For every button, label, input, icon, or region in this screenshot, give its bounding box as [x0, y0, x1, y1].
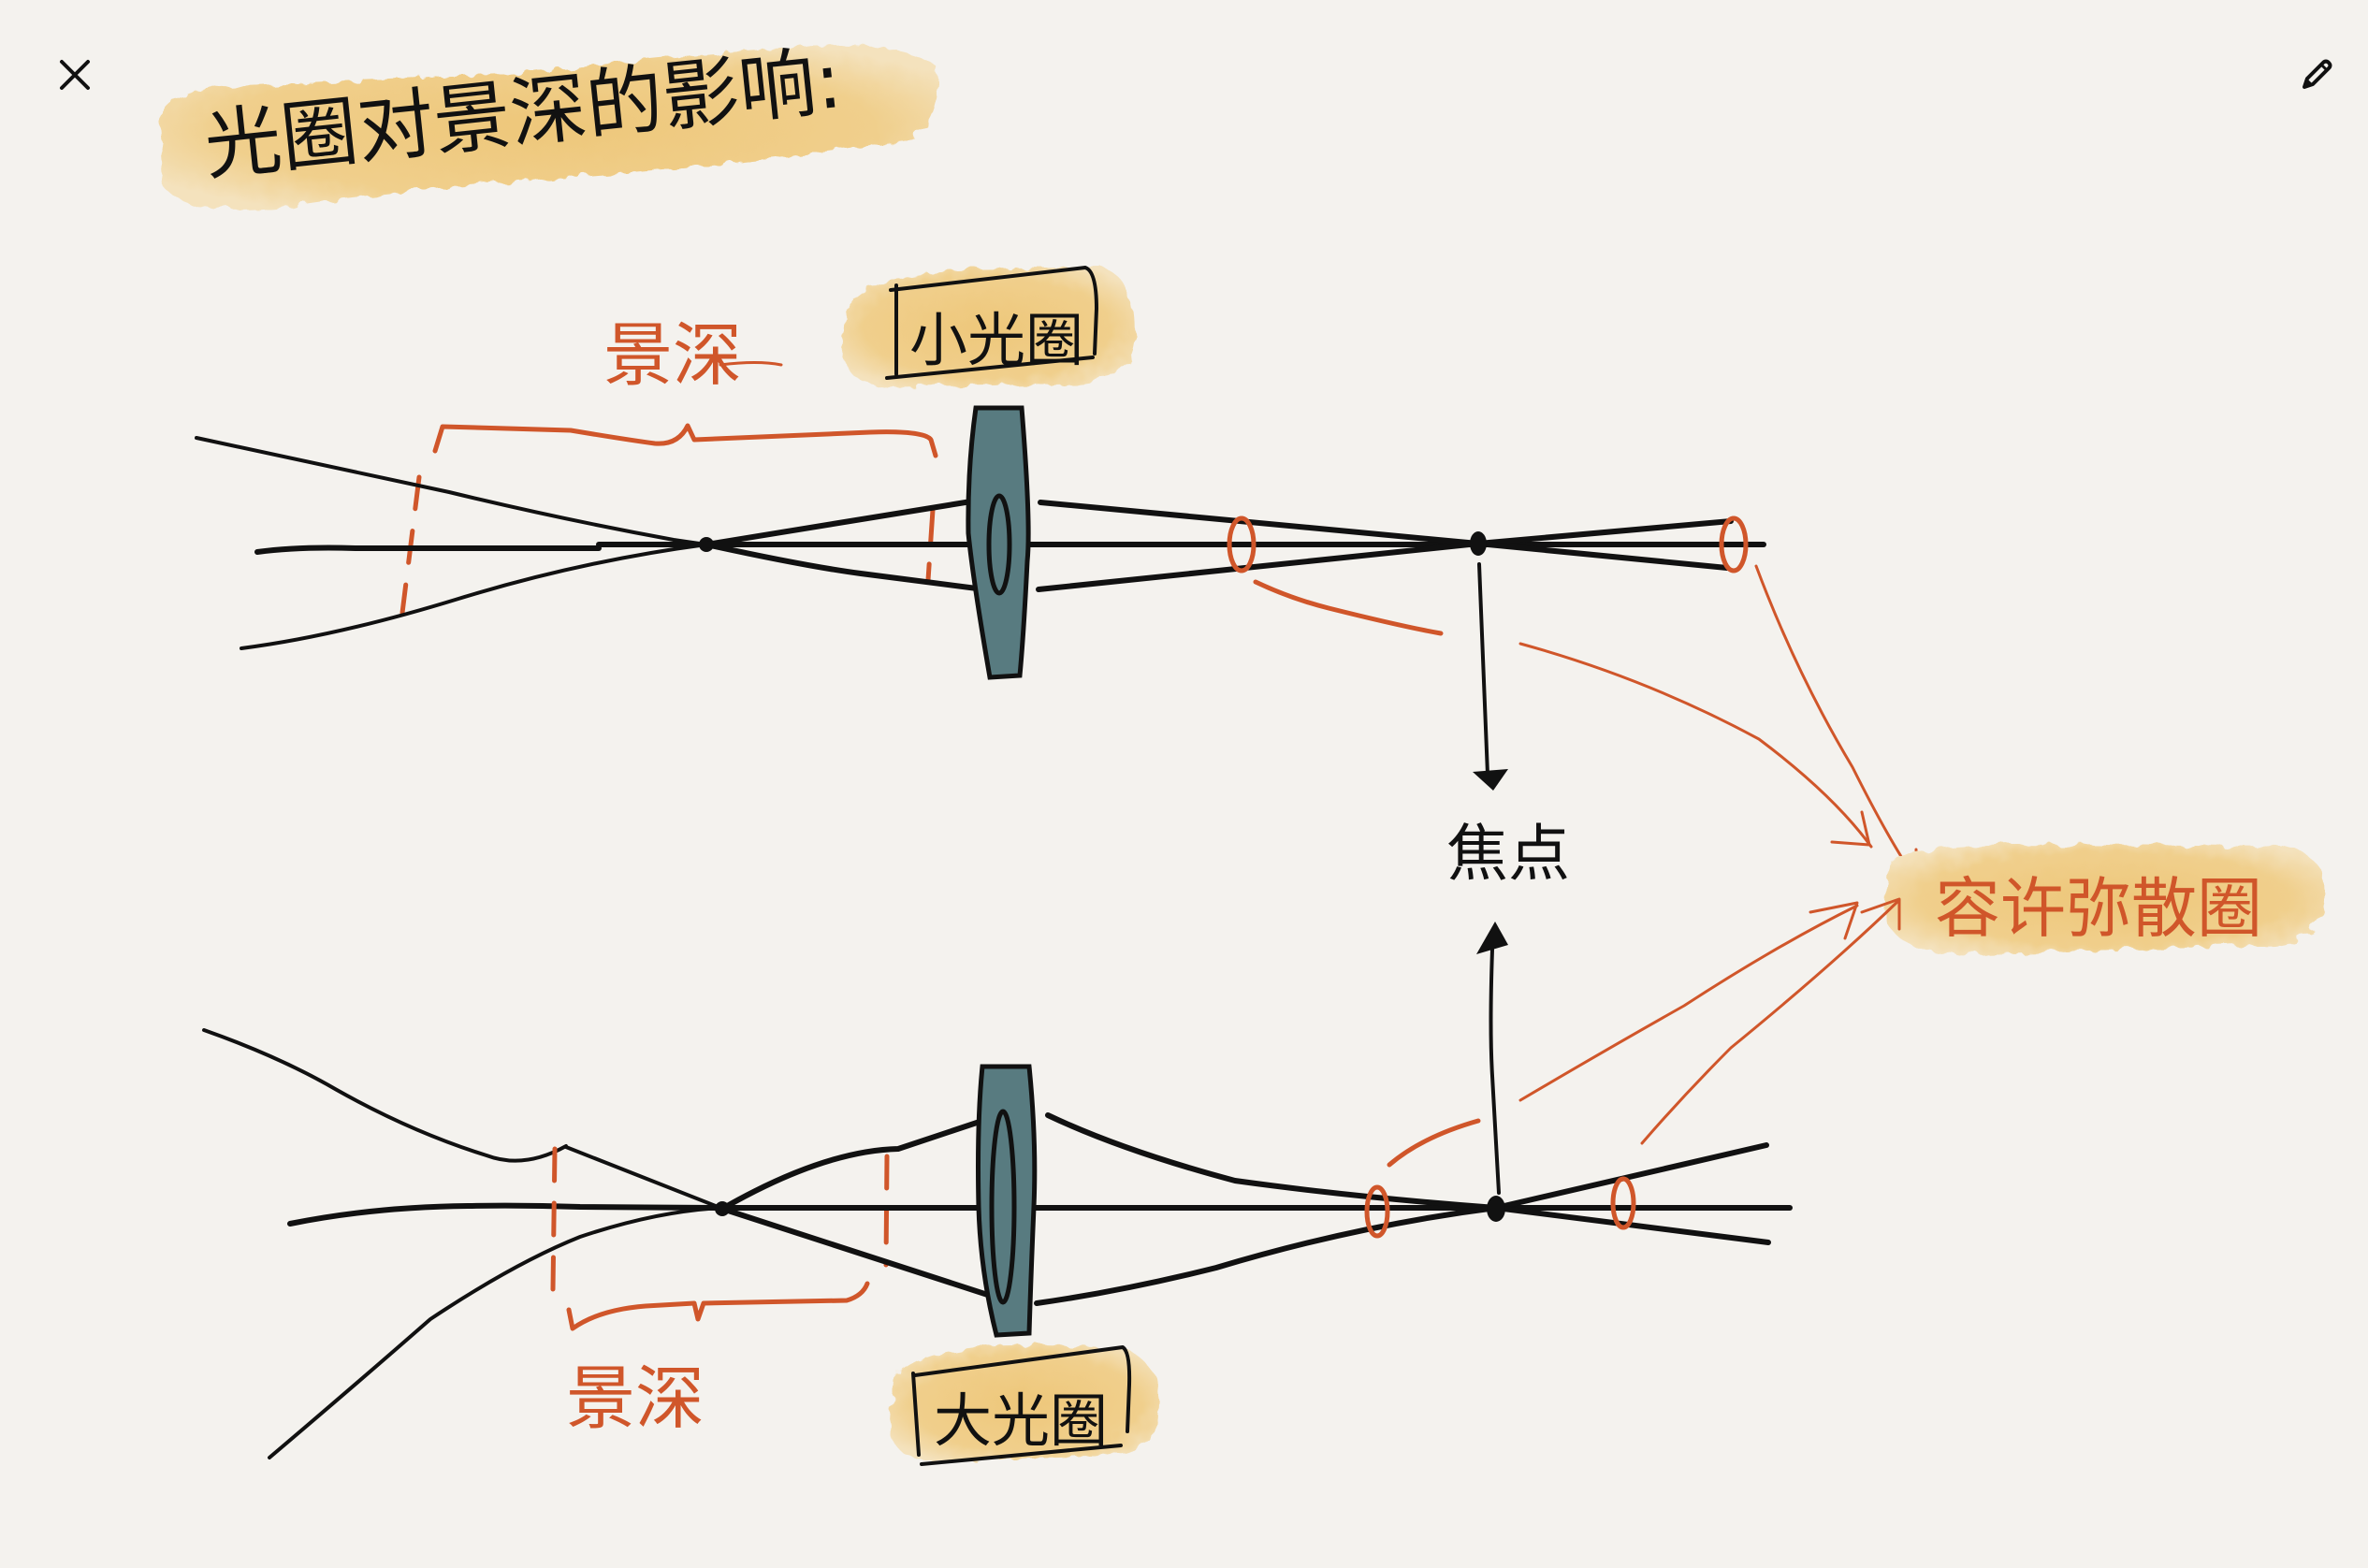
bottom-leader-b-arrowhead	[1809, 901, 1859, 940]
close-icon	[60, 60, 90, 90]
top-leader-c	[1754, 564, 1918, 881]
bottom-coc-front	[1364, 1184, 1390, 1239]
bottom-ray-lower-in	[268, 1206, 722, 1459]
small-aperture-highlight	[842, 268, 1135, 387]
top-diagram: 景深 小光圈	[195, 266, 1920, 884]
bottom-ray-upper-in	[564, 1145, 722, 1210]
large-aperture-label: 大光圈	[934, 1387, 1108, 1455]
small-aperture-box: 小光圈	[885, 266, 1098, 380]
focal-point-label: 焦点	[1446, 818, 1570, 890]
top-ray-upper-mid	[704, 493, 1009, 547]
top-focus-arrowhead	[1473, 769, 1508, 791]
top-focal-point	[1470, 531, 1487, 556]
large-aperture-highlight	[890, 1345, 1161, 1461]
title-group: 光圈对景深的影响:	[159, 36, 938, 211]
top-coc-back	[1719, 515, 1749, 573]
top-dof-far-boundary	[925, 507, 936, 583]
bottom-dof-brace	[566, 1281, 870, 1331]
bottom-ray-upper-in-start	[202, 1028, 568, 1163]
title-highlight	[159, 45, 938, 211]
bottom-diagram: 景深 大光圈	[202, 897, 1901, 1466]
top-focus-arrow-line	[1477, 562, 1489, 777]
top-leader-b	[1518, 642, 1873, 849]
top-ray-lower-mid	[704, 542, 1009, 595]
top-ray-upper-out	[1038, 500, 1734, 546]
top-ray-lower-in	[240, 543, 708, 650]
small-aperture-label: 小光圈	[909, 306, 1083, 374]
top-leader-a	[1253, 579, 1444, 636]
coc-label-group: 容许弥散圈	[1885, 844, 2326, 954]
coc-label: 容许弥散圈	[1935, 870, 2262, 947]
top-dof-near-boundary	[400, 474, 422, 616]
bottom-dof-label: 景深	[566, 1358, 705, 1439]
bottom-aperture-opening	[989, 1109, 1017, 1305]
edit-button[interactable]	[2292, 51, 2339, 98]
pencil-icon	[2303, 59, 2332, 89]
large-aperture-box: 大光圈	[911, 1345, 1132, 1466]
top-ray-upper-in	[195, 436, 708, 546]
bottom-focus-arrowhead	[1476, 922, 1508, 954]
top-dof-brace	[432, 423, 938, 458]
bottom-dof-near-boundary	[550, 1146, 558, 1292]
bottom-ray-upper-mid	[719, 1112, 1002, 1212]
coc-highlight	[1885, 844, 2326, 954]
top-leader-b-arrowhead	[1830, 810, 1871, 847]
top-dof-flourish	[719, 361, 783, 367]
bottom-ray-upper-out	[1045, 1112, 1769, 1211]
top-lens	[966, 405, 1031, 680]
top-dof-label: 景深	[603, 315, 742, 396]
bottom-focus-arrow-line	[1489, 948, 1501, 1195]
bottom-axis-in	[287, 1202, 723, 1227]
bottom-leader-c-arrowhead	[1860, 897, 1901, 931]
bottom-ray-lower-out	[1034, 1205, 1771, 1306]
bottom-focal-point	[1487, 1196, 1505, 1222]
bottom-leader-a	[1387, 1118, 1481, 1168]
bottom-coc-back	[1610, 1176, 1636, 1230]
close-button[interactable]	[51, 51, 98, 98]
top-ray-lower-out	[1036, 541, 1730, 592]
bottom-leader-c	[1640, 898, 1901, 1145]
top-axis-in	[254, 544, 602, 555]
bottom-leader-b	[1518, 904, 1859, 1102]
bottom-ray-lower-mid	[719, 1206, 1002, 1301]
top-coc-front	[1227, 515, 1257, 573]
top-aperture-opening	[986, 493, 1012, 596]
